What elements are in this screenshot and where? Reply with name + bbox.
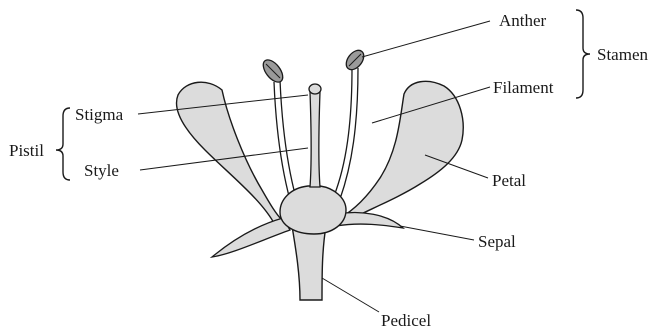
label-stamen: Stamen: [597, 45, 648, 64]
left-sepal: [212, 218, 290, 257]
label-pedicel: Pedicel: [381, 311, 431, 330]
right-anther: [343, 47, 368, 73]
label-style: Style: [84, 161, 119, 180]
label-sepal: Sepal: [478, 232, 516, 251]
ovary: [280, 186, 346, 234]
pedicel: [292, 226, 326, 300]
left-anther: [259, 56, 286, 85]
leader-anther: [362, 21, 490, 57]
leader-sepal: [400, 226, 474, 240]
label-stigma: Stigma: [75, 105, 124, 124]
right-petal: [340, 81, 463, 222]
label-petal: Petal: [492, 171, 526, 190]
label-filament: Filament: [493, 78, 554, 97]
style: [310, 92, 320, 187]
right-filament: [334, 68, 358, 199]
stigma: [309, 84, 321, 94]
leader-pedicel: [322, 278, 379, 312]
stamen-brace: [576, 10, 590, 98]
label-anther: Anther: [499, 11, 547, 30]
pistil-brace: [56, 108, 70, 180]
label-pistil: Pistil: [9, 141, 44, 160]
